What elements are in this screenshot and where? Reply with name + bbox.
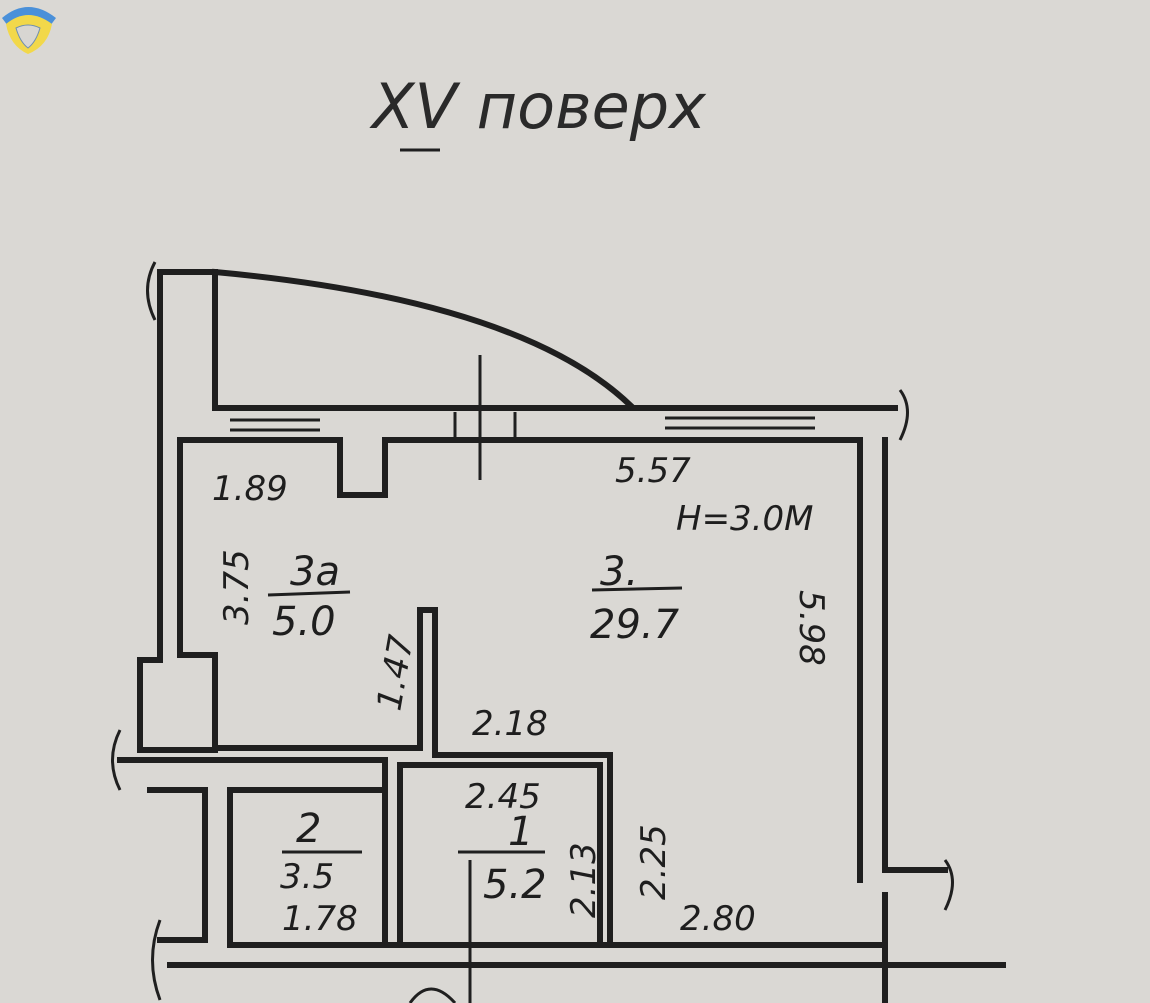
dim-wc-bottom: 1.78 [282,899,358,939]
room-3a-number: 3a [290,549,340,595]
dim-hall-bottom: 2.80 [680,899,756,939]
dim-left-3a: 3.75 [217,549,257,625]
dim-bath-top: 2.45 [465,777,541,817]
room-3a-divider [267,590,351,597]
dim-partition: 1.47 [369,632,422,714]
dim-hall-side: 2.25 [634,824,674,900]
dim-top-left: 1.89 [212,469,288,509]
dim-right-main: 5.98 [791,590,831,666]
room-2-number: 2 [296,806,321,852]
floor-title: XV поверх [369,70,707,143]
room-3-number: 3. [600,549,638,595]
room-1-number: 1 [508,809,533,855]
walls [111,261,1006,1003]
dim-mid: 2.18 [472,704,548,744]
room-2-area: 3.5 [280,857,334,897]
dim-bath-side: 2.13 [564,842,604,918]
room-3-divider [591,586,683,592]
logo-icon [2,7,56,54]
ceiling-height: H=3.0M [676,499,813,539]
room-1-area: 5.2 [483,862,547,908]
dim-top-main: 5.57 [615,451,691,491]
room-3a-area: 5.0 [272,599,336,645]
room-3-area: 29.7 [590,602,680,648]
